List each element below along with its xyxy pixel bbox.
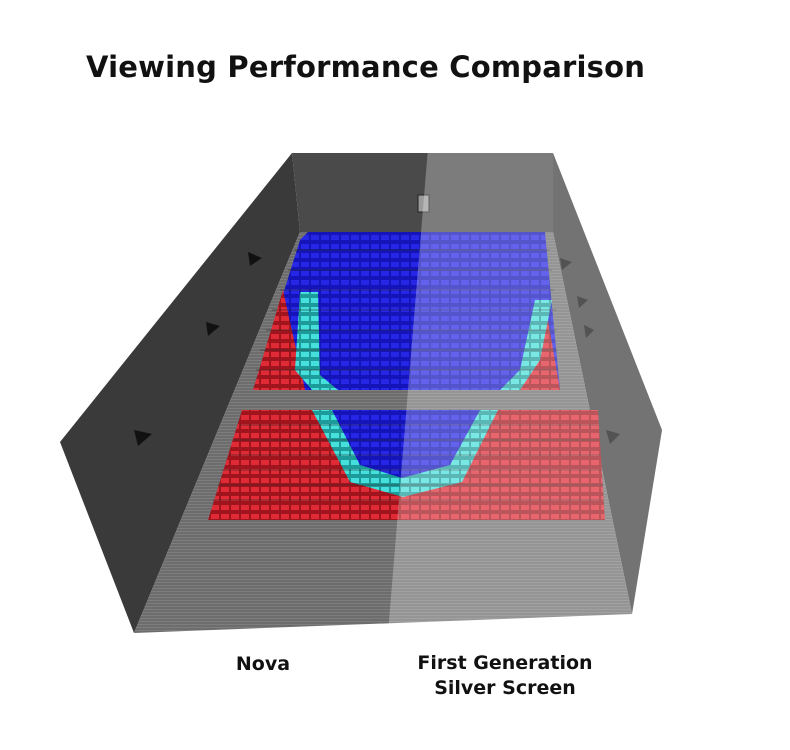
comparison-overlay [388, 148, 662, 633]
right-wall [553, 153, 662, 614]
back-wall [292, 153, 553, 232]
silver-screen-label: First Generation Silver Screen [395, 651, 615, 701]
page-title: Viewing Performance Comparison [86, 50, 646, 84]
nova-label: Nova [235, 653, 291, 675]
left-wall [60, 153, 300, 633]
speaker-icon [134, 252, 620, 446]
projector-icon [417, 194, 430, 213]
lower-seating [208, 410, 605, 520]
row-lines [213, 249, 604, 501]
silver-screen-label-line1: First Generation [417, 652, 593, 674]
silver-screen-label-line2: Silver Screen [434, 677, 576, 699]
